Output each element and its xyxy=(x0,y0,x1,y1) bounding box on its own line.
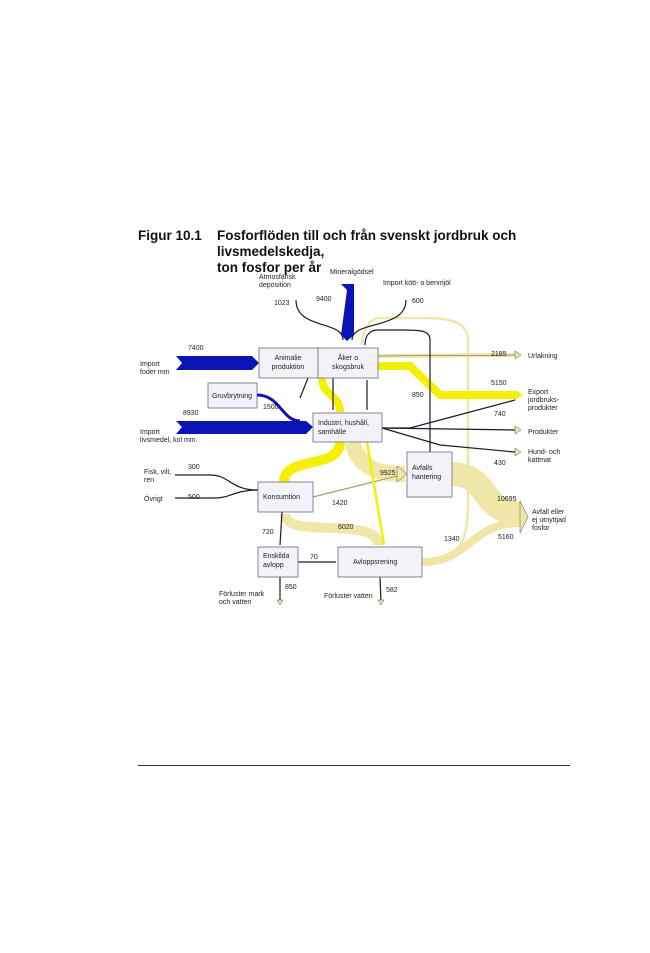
svg-text:720: 720 xyxy=(262,529,274,536)
svg-text:Atmosfärisk: Atmosfärisk xyxy=(259,274,296,281)
flow-avlopp-out xyxy=(421,519,521,566)
svg-text:Förluster vatten: Förluster vatten xyxy=(324,593,373,600)
svg-text:850: 850 xyxy=(412,392,424,399)
flow-export xyxy=(378,362,515,399)
svg-text:Industri, hushåll,: Industri, hushåll, xyxy=(318,419,369,427)
footer-rule xyxy=(138,765,570,766)
svg-text:2185: 2185 xyxy=(491,351,507,358)
figure-title: Fosforflöden till och från svenskt jordb… xyxy=(217,228,577,276)
svg-text:850: 850 xyxy=(285,584,297,591)
flow-import-livsmedel xyxy=(176,421,313,434)
svg-text:deposition: deposition xyxy=(259,282,291,289)
svg-text:produkter: produkter xyxy=(528,405,558,412)
svg-text:70: 70 xyxy=(310,554,318,561)
svg-text:hantering: hantering xyxy=(412,474,441,481)
svg-text:och vatten: och vatten xyxy=(219,599,251,606)
node-aker: Åker o skogsbruk xyxy=(317,347,379,379)
svg-text:Konsumtion: Konsumtion xyxy=(263,494,300,501)
figure-title-line2: ton fosfor per år xyxy=(217,260,322,275)
svg-text:Avloppsrening: Avloppsrening xyxy=(353,559,397,566)
svg-text:foder mm: foder mm xyxy=(140,369,170,376)
flow-import-foder xyxy=(176,356,259,370)
node-avfallshantering: Avfalls hantering xyxy=(406,451,453,498)
svg-text:Fisk, vilt,: Fisk, vilt, xyxy=(144,469,171,476)
svg-text:fosfor: fosfor xyxy=(532,525,550,532)
flow-1340 xyxy=(360,316,470,562)
svg-text:avlopp: avlopp xyxy=(263,562,284,569)
svg-text:produktion: produktion xyxy=(272,364,305,371)
svg-text:Import kött- o benmjöl: Import kött- o benmjöl xyxy=(383,280,451,287)
flow-values: 1023 9400 600 7400 8930 1500 2185 5150 8… xyxy=(183,296,517,594)
svg-text:Animalie: Animalie xyxy=(275,355,302,362)
svg-text:Mineralgödsel: Mineralgödsel xyxy=(330,269,374,276)
svg-text:Export: Export xyxy=(528,389,548,396)
svg-text:8930: 8930 xyxy=(183,410,199,417)
yellow-flows xyxy=(279,362,515,546)
export-arrowhead xyxy=(515,390,523,400)
svg-text:kattmat: kattmat xyxy=(528,457,551,464)
svg-text:skogsbruk: skogsbruk xyxy=(332,364,364,371)
svg-text:1420: 1420 xyxy=(332,500,348,507)
svg-text:samhälle: samhälle xyxy=(318,429,346,436)
svg-text:582: 582 xyxy=(386,587,398,594)
flow-outlines xyxy=(312,354,516,498)
svg-text:Urlakning: Urlakning xyxy=(528,353,558,360)
svg-text:1500: 1500 xyxy=(263,404,279,411)
svg-text:500: 500 xyxy=(188,494,200,501)
svg-text:Hund- och: Hund- och xyxy=(528,449,560,456)
svg-text:ren: ren xyxy=(144,477,154,484)
flow-konsumtion-avlopp xyxy=(280,512,383,547)
svg-text:Import: Import xyxy=(140,361,160,368)
blue-flows xyxy=(176,284,354,434)
flow-industri-avlopp xyxy=(365,441,386,546)
node-animalie: Animalie produktion xyxy=(258,347,319,379)
svg-text:Övrigt: Övrigt xyxy=(144,495,163,503)
svg-text:Avfalls: Avfalls xyxy=(412,465,433,472)
svg-text:Avfall eller: Avfall eller xyxy=(532,509,565,516)
svg-text:jordbruks-: jordbruks- xyxy=(527,397,560,404)
flow-gruv xyxy=(256,393,301,423)
svg-text:9400: 9400 xyxy=(316,296,332,303)
svg-text:7400: 7400 xyxy=(188,345,204,352)
svg-text:9925: 9925 xyxy=(380,470,396,477)
svg-text:1023: 1023 xyxy=(274,300,290,307)
svg-text:430: 430 xyxy=(494,460,506,467)
svg-text:Åker o: Åker o xyxy=(338,353,358,362)
svg-text:10695: 10695 xyxy=(497,496,517,503)
flow-aker-industri xyxy=(318,377,344,413)
svg-text:livsmedel, kol mm.: livsmedel, kol mm. xyxy=(140,437,198,444)
figure-title-line1: Fosforflöden till och från svenskt jordb… xyxy=(217,228,517,259)
svg-text:Produkter: Produkter xyxy=(528,429,559,436)
node-enskilda-avlopp: Enskilda avlopp xyxy=(257,546,299,578)
node-industri: Industri, hushåll, samhälle xyxy=(312,412,383,443)
svg-text:5150: 5150 xyxy=(491,380,507,387)
node-gruvbrytning: Gruvbrytning xyxy=(207,382,258,409)
svg-text:5160: 5160 xyxy=(498,534,514,541)
dark-flows xyxy=(175,299,516,604)
flow-labels: Atmosfärisk deposition Mineralgödsel Imp… xyxy=(140,269,566,606)
svg-text:Enskilda: Enskilda xyxy=(263,553,290,560)
svg-text:600: 600 xyxy=(412,298,424,305)
figure-number: Figur 10.1 xyxy=(138,228,202,243)
svg-text:Gruvbrytning: Gruvbrytning xyxy=(212,393,252,400)
flow-industri-konsumtion xyxy=(279,441,345,483)
svg-text:ej utnyttjad: ej utnyttjad xyxy=(532,517,566,524)
arrowheads xyxy=(276,350,529,606)
svg-text:740: 740 xyxy=(494,411,506,418)
flow-mineral xyxy=(341,284,354,341)
flow-avfall-out xyxy=(450,462,522,525)
svg-text:Förluster mark: Förluster mark xyxy=(219,591,265,598)
svg-text:6020: 6020 xyxy=(338,524,354,531)
svg-text:Import: Import xyxy=(140,429,160,436)
node-konsumtion: Konsumtion xyxy=(257,481,314,513)
svg-text:1340: 1340 xyxy=(444,536,460,543)
node-avloppsrening: Avloppsrening xyxy=(337,546,423,578)
svg-text:300: 300 xyxy=(188,464,200,471)
